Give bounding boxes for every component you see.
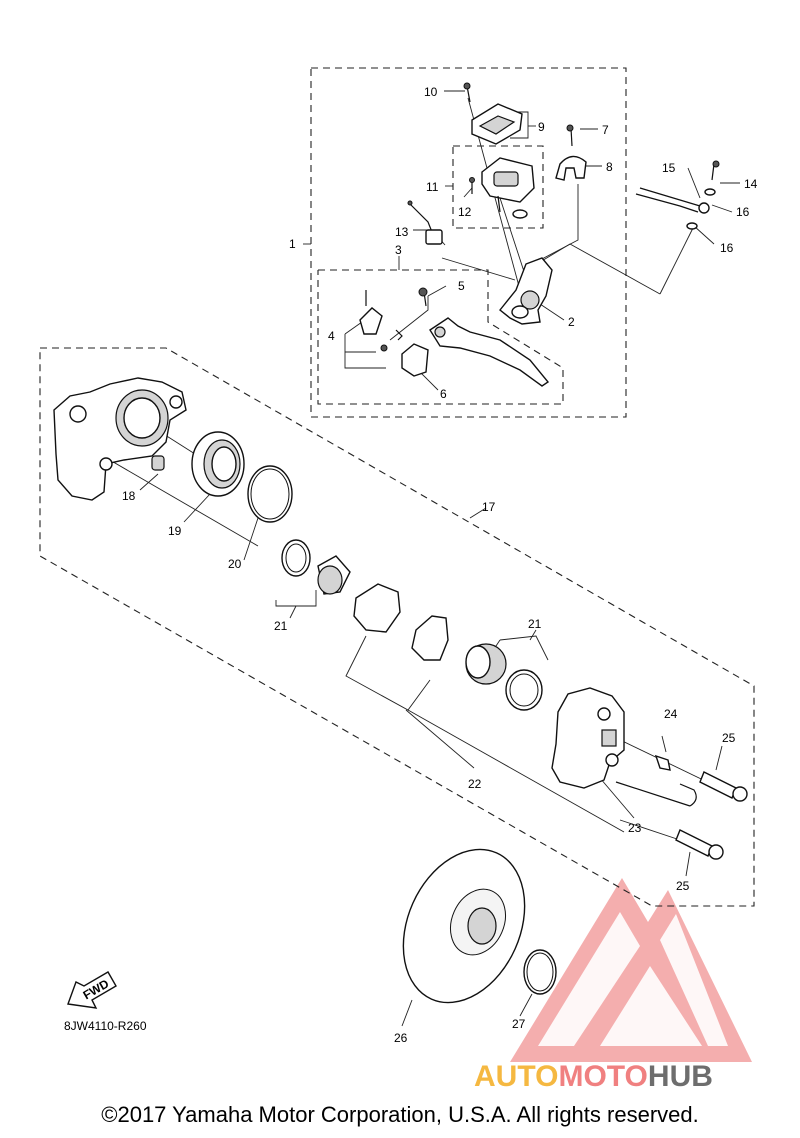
- part-label-6: 6: [440, 387, 447, 401]
- part-label-8: 8: [606, 160, 613, 174]
- part-label-12: 12: [458, 205, 472, 219]
- assembly-box-11: [452, 145, 544, 229]
- part-label-9: 9: [538, 120, 545, 134]
- part-number-labels: 1 2 3 4 5 6 7 8 9 10 11 12 13 14 15 16 1…: [122, 85, 758, 1045]
- automotohub-logo: [510, 878, 752, 1062]
- part-label-19: 19: [168, 524, 182, 538]
- watermark-text: AUTOMOTOHUB: [474, 1060, 713, 1093]
- brake-disc: [402, 848, 557, 1004]
- part-label-7: 7: [602, 123, 609, 137]
- diagram-code: 8JW4110-R260: [64, 1019, 147, 1033]
- part-label-22: 22: [468, 777, 482, 791]
- master-cylinder-parts: [359, 82, 720, 387]
- part-label-13: 13: [395, 225, 409, 239]
- leaders-group-1: [303, 90, 740, 391]
- assembly-box-1: [310, 67, 627, 418]
- part-label-23: 23: [628, 821, 642, 835]
- part-label-25a: 25: [722, 731, 736, 745]
- part-label-16a: 16: [736, 205, 750, 219]
- fwd-arrow-icon: FWD: [67, 971, 117, 1009]
- part-label-11: 11: [426, 180, 439, 194]
- part-label-1: 1: [289, 237, 296, 251]
- assembly-box-17: [39, 347, 755, 907]
- watermark-auto: AUTO: [474, 1060, 558, 1093]
- copyright-notice: ©2017 Yamaha Motor Corporation, U.S.A. A…: [101, 1102, 699, 1127]
- part-label-24: 24: [664, 707, 678, 721]
- part-label-15: 15: [662, 161, 676, 175]
- part-label-14: 14: [744, 177, 758, 191]
- part-label-26: 26: [394, 1031, 408, 1045]
- part-label-4: 4: [328, 329, 335, 343]
- part-label-20: 20: [228, 557, 242, 571]
- part-label-2: 2: [568, 315, 575, 329]
- part-label-5: 5: [458, 279, 465, 293]
- watermark-hub: HUB: [648, 1060, 713, 1093]
- part-label-10: 10: [424, 85, 438, 99]
- part-label-21b: 21: [528, 617, 542, 631]
- part-label-16b: 16: [720, 241, 734, 255]
- part-label-3: 3: [395, 243, 402, 257]
- part-label-18: 18: [122, 489, 136, 503]
- part-label-21a: 21: [274, 619, 288, 633]
- assembly-box-3: [317, 269, 564, 405]
- part-label-17: 17: [482, 500, 496, 514]
- watermark-moto: MOTO: [558, 1060, 647, 1093]
- part-label-27: 27: [512, 1017, 526, 1031]
- part-label-25b: 25: [676, 879, 690, 893]
- caliper-parts: [53, 377, 748, 860]
